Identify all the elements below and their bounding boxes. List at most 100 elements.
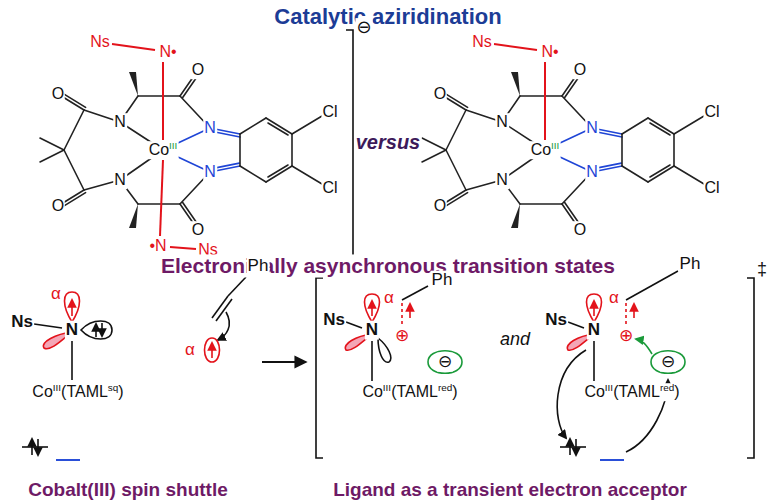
label-text: Cl xyxy=(322,103,337,120)
formula-label: N xyxy=(203,163,217,181)
label-text: Co xyxy=(531,141,551,158)
label-text: ) xyxy=(118,383,123,400)
formula-label: Ph xyxy=(247,257,270,276)
formula-label: Ph xyxy=(431,271,454,290)
chem-line xyxy=(593,341,595,381)
chem-path xyxy=(747,278,754,458)
chem-path xyxy=(81,321,112,339)
label-text: N xyxy=(66,320,78,339)
label-text: α xyxy=(384,288,394,307)
label-text: N xyxy=(586,163,598,180)
chem-line xyxy=(95,324,97,337)
label-text: Cl xyxy=(704,179,719,196)
label-text: Cl xyxy=(704,103,719,120)
label-text: O xyxy=(434,85,446,102)
chem-line xyxy=(401,302,403,324)
chem-line xyxy=(593,301,595,316)
chem-path xyxy=(205,338,220,362)
chem-line xyxy=(346,322,362,328)
chem-line xyxy=(494,44,537,50)
label-text: N xyxy=(204,119,216,136)
formula-label: O xyxy=(433,197,447,215)
chem-line xyxy=(56,459,80,461)
formula-label: CoIII(TAMLred) xyxy=(583,383,680,401)
label-text: N xyxy=(496,171,508,188)
chem-path xyxy=(587,294,602,322)
formula-label: O xyxy=(191,221,205,239)
chem-line xyxy=(228,277,246,296)
chem-line xyxy=(112,44,155,50)
scheme-middle xyxy=(316,278,462,458)
superscript: red xyxy=(660,382,674,393)
tamL-complex xyxy=(422,70,704,230)
formula-label: N xyxy=(113,171,127,189)
formula-label: N• xyxy=(158,43,177,61)
formula-label: and xyxy=(499,330,531,350)
label-text: Ns xyxy=(545,310,567,329)
formula-label: N• xyxy=(540,43,559,61)
chem-line xyxy=(544,62,546,140)
formula-label: versus xyxy=(355,131,422,153)
formula-label: N xyxy=(495,113,509,131)
formula-label: N xyxy=(365,321,379,340)
label-text: O xyxy=(192,221,204,238)
label-text: N xyxy=(586,119,598,136)
superscript: III xyxy=(551,140,559,151)
label-text: N xyxy=(114,113,126,130)
formula-label: Ph xyxy=(679,255,702,274)
label-text: Electronically asynchronous transition s… xyxy=(161,254,615,277)
title: Catalytic aziridination xyxy=(274,4,501,30)
formula-label: N xyxy=(113,113,127,131)
label-text: O xyxy=(574,221,586,238)
superscript: sq xyxy=(108,382,118,393)
formula-label: N xyxy=(495,171,509,189)
label-text: Ph xyxy=(680,254,701,273)
chem-line xyxy=(71,300,73,316)
label-text: N xyxy=(114,171,126,188)
label-text: Cl xyxy=(322,179,337,196)
label-text: Co xyxy=(362,383,382,400)
chem-line xyxy=(633,304,635,318)
formula-label: N xyxy=(585,163,599,181)
superscript: III xyxy=(383,382,391,393)
label-text: N xyxy=(588,320,600,339)
formula-label: O xyxy=(573,61,587,79)
chem-line xyxy=(34,324,62,328)
label-text: Ns xyxy=(11,312,33,331)
label-text: Co xyxy=(149,141,169,158)
formula-label: Cl xyxy=(321,179,338,197)
chem-path xyxy=(378,338,391,362)
bracket xyxy=(346,30,353,258)
formula-label: ⊕ xyxy=(618,327,634,346)
chem-line xyxy=(600,459,624,461)
formula-label: O xyxy=(573,221,587,239)
chem-line xyxy=(575,439,577,455)
formula-label: Cl xyxy=(703,179,720,197)
chem-path xyxy=(651,351,685,374)
formula-label: Ns xyxy=(10,313,34,332)
chem-line xyxy=(371,301,373,316)
label-text: versus xyxy=(356,131,421,153)
formula-label: O xyxy=(51,85,65,103)
label-text: Ns xyxy=(323,310,345,329)
label-text: N• xyxy=(541,43,558,60)
formula-label: α xyxy=(50,285,62,304)
label-text: Ph xyxy=(248,256,269,275)
chem-line xyxy=(160,160,163,236)
label-text: Co xyxy=(32,383,52,400)
formula-label: Cl xyxy=(321,103,338,121)
formula-label: ‡ xyxy=(756,260,768,280)
label-text: ⊖ xyxy=(438,352,452,371)
chem-line xyxy=(71,341,73,380)
label-text: (TAML xyxy=(391,383,438,400)
label-text: ‡ xyxy=(757,259,767,279)
chem-line xyxy=(162,62,164,140)
label-text: N xyxy=(496,113,508,130)
formula-label: CoIII(TAMLsq) xyxy=(31,383,124,401)
label-text: O xyxy=(434,197,446,214)
nitrene-axial xyxy=(112,44,545,249)
label-text: α xyxy=(609,288,619,307)
label-text: and xyxy=(500,329,530,349)
label-text: Co xyxy=(584,383,604,400)
